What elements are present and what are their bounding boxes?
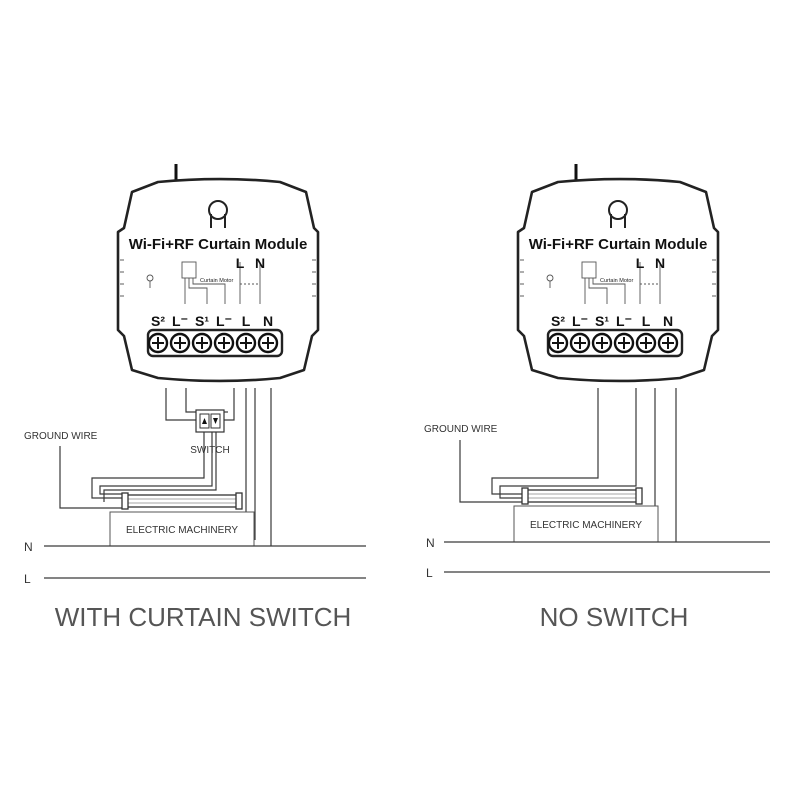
module-title: Wi-Fi+RF Curtain Module	[129, 236, 308, 253]
rail-n-label: N	[24, 540, 33, 554]
motor-tube	[521, 487, 643, 505]
right-caption: NO SWITCH	[540, 602, 689, 632]
rail-l-label: L	[24, 572, 31, 586]
terminal-s2: S²	[151, 313, 165, 329]
ground-wire-label: GROUND WIRE	[24, 431, 98, 442]
machinery-box	[513, 505, 659, 543]
motor-label: Curtain Motor	[200, 278, 233, 284]
module-top-l: L	[636, 255, 645, 271]
rail-l-label: L	[426, 566, 433, 580]
motor-label: Curtain Motor	[600, 278, 633, 284]
module-top-n: N	[655, 255, 665, 271]
terminal-l-minus-1: L⁻	[572, 313, 588, 329]
left-wiring	[91, 388, 272, 546]
ground-wire-label: GROUND WIRE	[424, 424, 498, 435]
module-title: Wi-Fi+RF Curtain Module	[529, 236, 708, 253]
terminal-s1: S¹	[595, 313, 609, 329]
terminal-l-minus-2: L⁻	[616, 313, 632, 329]
left-module: Wi-Fi+RF Curtain Module L N Curtain Moto…	[116, 162, 320, 383]
terminal-l: L	[242, 313, 251, 329]
module-top-n: N	[255, 255, 265, 271]
terminal-n: N	[663, 313, 673, 329]
right-panel: Wi-Fi+RF Curtain Module L N Curtain Moto…	[424, 162, 770, 632]
module-top-l: L	[236, 255, 245, 271]
left-panel: Wi-Fi+RF Curtain Module L N Curtain Moto…	[24, 162, 366, 632]
rail-n-label: N	[426, 536, 435, 550]
machinery-label: ELECTRIC MACHINERY	[126, 525, 238, 536]
terminal-l-minus-1: L⁻	[172, 313, 188, 329]
right-module: Wi-Fi+RF Curtain Module L N Curtain Moto…	[516, 162, 720, 383]
machinery-label: ELECTRIC MACHINERY	[530, 520, 642, 531]
switch-label: SWITCH	[190, 445, 229, 456]
left-caption: WITH CURTAIN SWITCH	[55, 602, 352, 632]
terminal-s1: S¹	[195, 313, 209, 329]
terminal-s2: S²	[551, 313, 565, 329]
machinery-box	[109, 511, 255, 547]
terminal-l: L	[642, 313, 651, 329]
motor-tube	[121, 492, 243, 510]
curtain-switch	[195, 409, 225, 433]
terminal-n: N	[263, 313, 273, 329]
terminal-l-minus-2: L⁻	[216, 313, 232, 329]
